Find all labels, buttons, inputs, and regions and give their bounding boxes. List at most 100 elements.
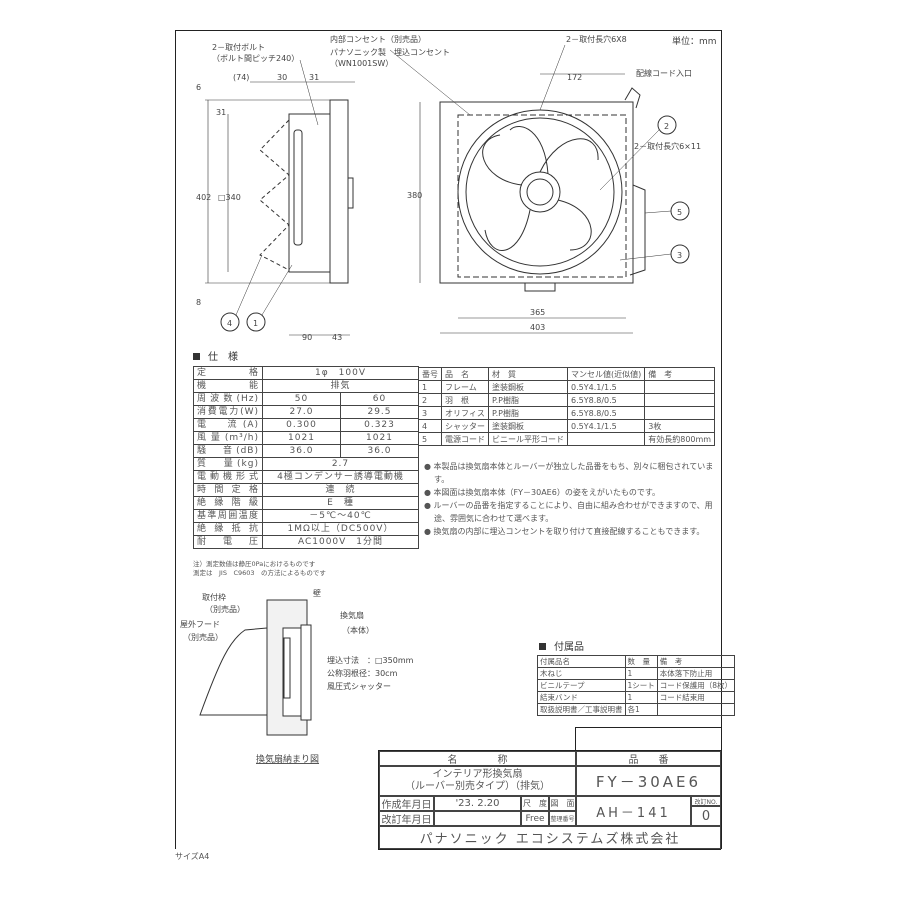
table-cell: 1シート bbox=[624, 679, 658, 692]
table-cell: 塗装鋼板 bbox=[488, 419, 568, 433]
callout-2: 2 bbox=[664, 122, 669, 131]
table-cell: 5 bbox=[418, 432, 442, 446]
name-label: 名 称 bbox=[379, 751, 576, 766]
install-hood-sub: （別売品） bbox=[183, 632, 223, 642]
spec-heading: 仕 様 bbox=[193, 348, 238, 363]
note-item: ● 本製品は換気扇本体とルーバーが独立した品番をもち、別々に梱包されています。 bbox=[424, 460, 724, 486]
dim-43: 43 bbox=[332, 333, 342, 342]
label-bolt-pitch: （ボルト間ピッチ240） bbox=[212, 54, 299, 63]
table-cell: 36.0 bbox=[262, 444, 341, 458]
table-cell: コード保護用（8枚） bbox=[656, 679, 736, 692]
table-cell: 0.300 bbox=[262, 418, 341, 432]
table-cell: 品 名 bbox=[441, 367, 489, 381]
label-outlet: 内部コンセント（別売品） bbox=[330, 34, 426, 44]
table-cell: 0.5Y4.1/1.5 bbox=[566, 419, 646, 433]
drawing-label: 図 面 bbox=[549, 796, 576, 811]
table-cell: 電動機形式 bbox=[193, 470, 263, 484]
table-cell: 3枚 bbox=[644, 419, 716, 433]
install-spec-2: 公称羽根径：30cm bbox=[327, 668, 398, 678]
table-cell: 4極コンデンサー誘導電動機 bbox=[262, 470, 419, 484]
table-cell: 結束バンド bbox=[537, 691, 626, 704]
side-view bbox=[205, 59, 355, 336]
table-cell: シャッター bbox=[441, 419, 489, 433]
note-text: 本図面は換気扇本体（FY－30AE6）の姿をえがいたものです。 bbox=[433, 488, 661, 497]
install-wall: 壁 bbox=[313, 588, 321, 598]
table-cell bbox=[644, 406, 716, 420]
table-cell: 備 考 bbox=[656, 655, 736, 668]
accessories-heading: 付属品 bbox=[539, 638, 584, 653]
table-cell: 50 bbox=[262, 392, 341, 406]
note-text: 換気扇の内部に埋込コンセントを取り付けて直接配線することもできます。 bbox=[433, 527, 705, 536]
table-cell: 周波数(Hz) bbox=[193, 392, 263, 406]
install-hood: 屋外フード bbox=[180, 619, 220, 629]
table-cell: 27.0 bbox=[262, 405, 341, 419]
number-label: 品 番 bbox=[576, 751, 721, 766]
bullet-icon: ● bbox=[424, 488, 434, 497]
table-cell: 36.0 bbox=[339, 444, 420, 458]
spec-heading-text: 仕 様 bbox=[208, 352, 238, 363]
note-text: ルーバーの品番を指定することにより、自由に組み合わせができますので、用途、雰囲気… bbox=[433, 501, 713, 523]
dim-403: 403 bbox=[530, 323, 545, 332]
table-cell: 耐電圧 bbox=[193, 535, 263, 549]
front-view bbox=[389, 44, 690, 334]
table-cell: 6.5Y8.8/0.5 bbox=[566, 406, 646, 420]
table-cell: 塗装鋼板 bbox=[488, 380, 568, 394]
label-cord-inlet: 配線コード入口 bbox=[636, 68, 692, 78]
table-cell bbox=[566, 432, 646, 446]
table-cell: 各1 bbox=[624, 703, 658, 716]
table-row: 機 能排気 bbox=[193, 379, 419, 393]
table-cell: 電 流(A) bbox=[193, 418, 263, 432]
install-spec-1: 埋込寸法 ：□350mm bbox=[327, 655, 414, 665]
revised-date bbox=[434, 811, 521, 826]
table-cell: 連 続 bbox=[262, 483, 419, 497]
footnote-2: 測定は JIS C9603 の方法によるものです bbox=[193, 569, 326, 577]
dim-31: 31 bbox=[309, 73, 319, 82]
rev-no-label: 改訂NO. bbox=[691, 796, 721, 806]
dim-31-vertical: 31 bbox=[216, 108, 226, 117]
dim-172: 172 bbox=[567, 73, 582, 82]
table-row: 取扱説明書／工事説明書各1 bbox=[537, 703, 736, 716]
note-item: ● 本図面は換気扇本体（FY－30AE6）の姿をえがいたものです。 bbox=[424, 486, 724, 499]
table-cell: AC1000V 1分間 bbox=[262, 535, 419, 549]
table-cell: 1 bbox=[624, 667, 658, 680]
paper-size: サイズA4 bbox=[175, 852, 210, 861]
dim-6: 6 bbox=[196, 83, 201, 92]
title-block: 名 称 品 番 インテリア形換気扇（ルーバー別売タイプ）（排気） FY－30AE… bbox=[378, 750, 721, 850]
table-row: 質 量(kg)2.7 bbox=[193, 457, 419, 471]
table-cell: 0.323 bbox=[339, 418, 420, 432]
spec-footnotes: 注）測定数値は静圧0Paにおけるものです 測定は JIS C9603 の方法によ… bbox=[193, 560, 326, 578]
label-slot-top: 2－取付長穴6X8 bbox=[566, 34, 627, 44]
table-cell bbox=[644, 393, 716, 407]
installation-view bbox=[199, 599, 312, 736]
table-cell: 絶縁階級 bbox=[193, 496, 263, 510]
table-row: 番号品 名材 質マンセル値(近似値)備 考 bbox=[418, 367, 716, 381]
note-item: ● 換気扇の内部に埋込コンセントを取り付けて直接配線することもできます。 bbox=[424, 525, 724, 538]
table-cell: 1 bbox=[624, 691, 658, 704]
bullet-icon: ● bbox=[424, 527, 434, 536]
table-cell: 1φ 100V bbox=[262, 366, 419, 380]
label-outlet-maker: パナソニック製 埋込コンセント bbox=[330, 47, 450, 57]
bullet-icon: ● bbox=[424, 462, 434, 471]
table-cell: 羽 根 bbox=[441, 393, 489, 407]
table-cell: 3 bbox=[418, 406, 442, 420]
table-cell: P.P樹脂 bbox=[488, 406, 568, 420]
table-cell: P.P樹脂 bbox=[488, 393, 568, 407]
product-name: インテリア形換気扇（ルーバー別売タイプ）（排気） bbox=[379, 766, 576, 796]
